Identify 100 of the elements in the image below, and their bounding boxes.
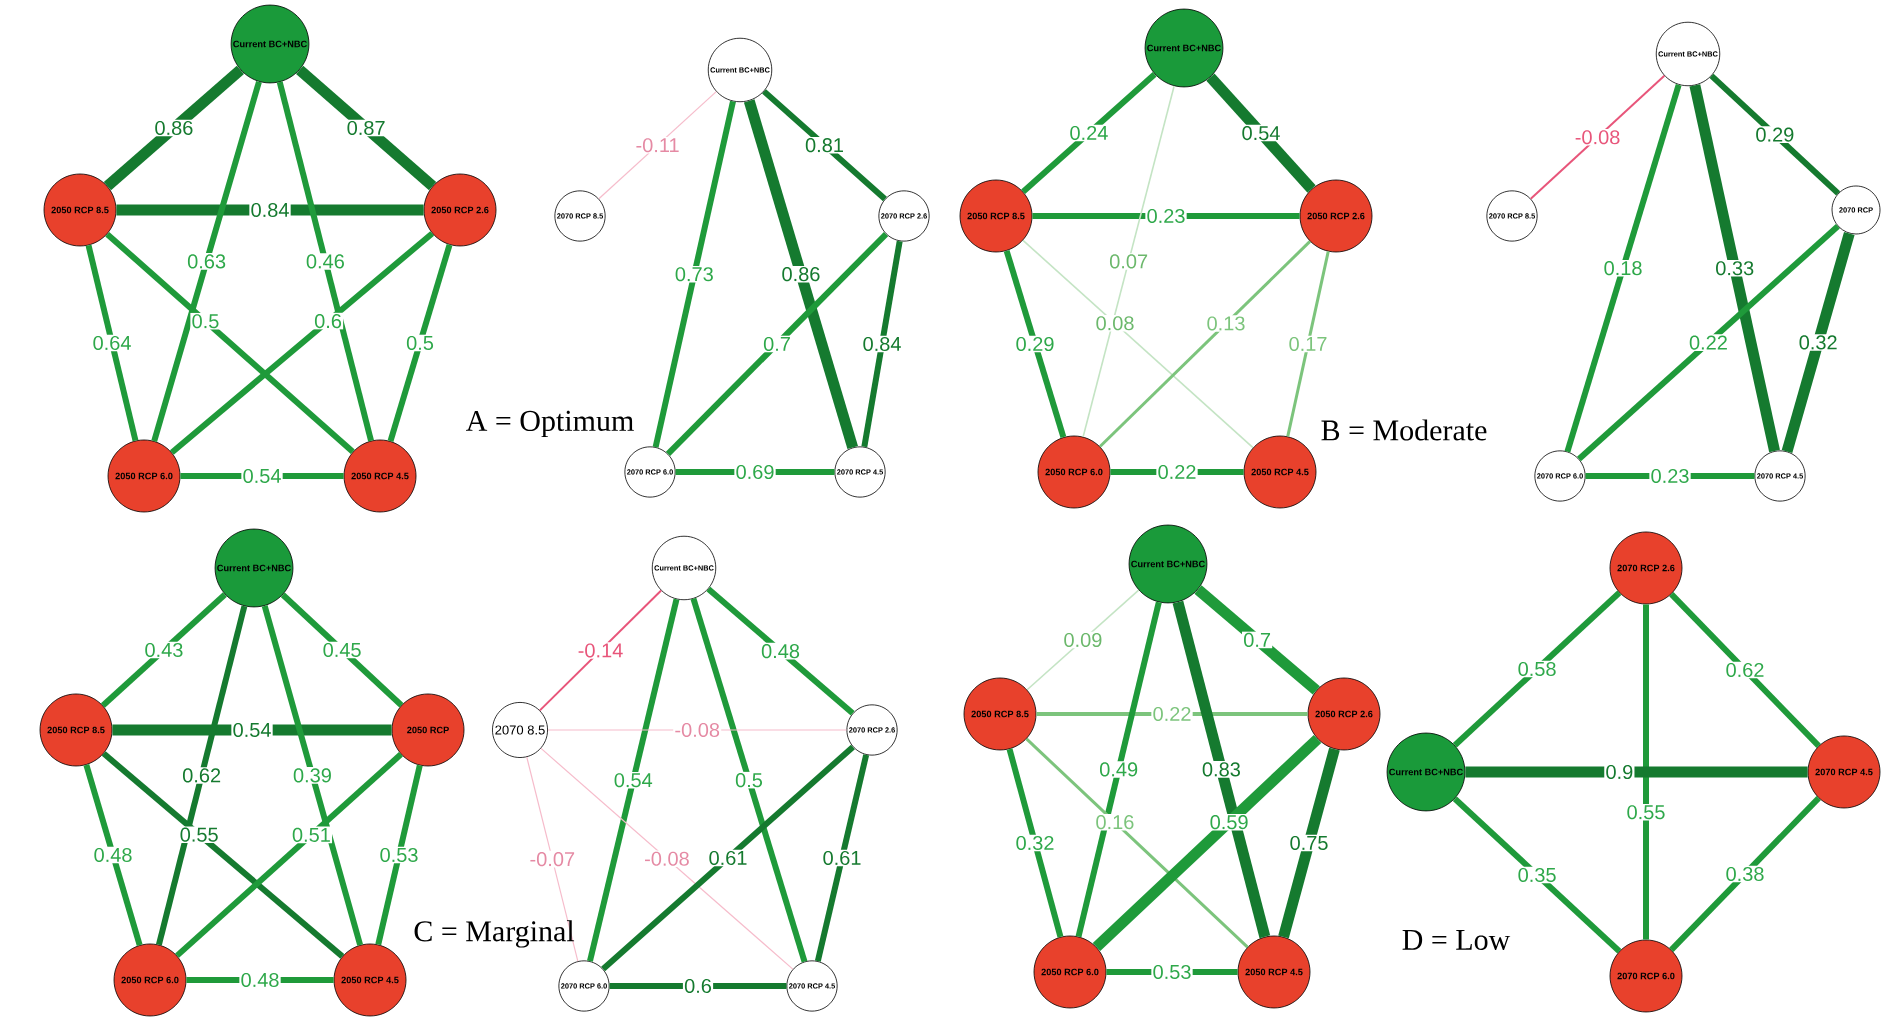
- edge-label: 0.7: [761, 335, 793, 353]
- panel-label: C = Marginal: [414, 920, 575, 948]
- edge-line: [276, 81, 374, 442]
- edge-label: 0.5: [404, 334, 436, 352]
- edge-line: [261, 605, 364, 946]
- edge-line: [101, 751, 345, 959]
- edge-label: 0.09: [1062, 631, 1104, 649]
- edge-label: 0.63: [185, 253, 228, 270]
- edge-line: [1194, 585, 1320, 695]
- edge-line: [151, 80, 262, 442]
- edge-line: [1092, 734, 1322, 952]
- edge-line: [1709, 73, 1841, 196]
- edge-label: 0.45: [321, 641, 363, 659]
- edge-label: -0.08: [1573, 128, 1622, 146]
- edge-label: 0.07: [1108, 253, 1150, 270]
- edge-label: 0.81: [803, 136, 846, 154]
- edge-line: [814, 754, 870, 962]
- edge-line: [652, 100, 736, 448]
- edge-label: 0.62: [181, 767, 223, 784]
- edge-line: [861, 240, 903, 448]
- edge-line: [665, 232, 889, 456]
- edge-label: 0.48: [92, 846, 134, 864]
- edge-label: 0.16: [1094, 813, 1136, 831]
- edge-line: [83, 764, 143, 946]
- edge-label: 0.53: [378, 846, 420, 864]
- edge-label: 0.54: [231, 721, 273, 739]
- edge-label: -0.08: [673, 721, 722, 739]
- edge-line: [1689, 84, 1780, 453]
- edge-label: -0.08: [642, 850, 691, 868]
- edge-line: [1110, 469, 1244, 475]
- edge-line: [169, 231, 435, 455]
- panel-label: B = Moderate: [1321, 419, 1487, 441]
- edge-line: [375, 764, 423, 946]
- edge-line: [1032, 213, 1300, 219]
- edge-label: 0.48: [239, 971, 281, 989]
- edge-line: [1278, 747, 1340, 939]
- edge-line: [743, 99, 858, 450]
- edge-line: [1465, 766, 1808, 778]
- edge-line: [538, 589, 663, 712]
- edge-line: [1026, 589, 1140, 691]
- edge-line: [1206, 73, 1316, 193]
- edge-label: 0.64: [91, 334, 133, 352]
- edge-label: -0.07: [528, 850, 577, 868]
- edge-line: [1022, 239, 1254, 449]
- edge-line: [112, 724, 392, 736]
- edge-line: [540, 747, 794, 970]
- edge-label: 0.62: [1724, 661, 1766, 679]
- edge-line: [103, 65, 244, 191]
- edge-label: 0.61: [707, 849, 749, 867]
- edge-label: 0.22: [1687, 334, 1730, 351]
- edge-label: 0.55: [178, 826, 220, 843]
- edge-label: 0.32: [1014, 834, 1056, 852]
- edge-label: 0.29: [1014, 335, 1056, 353]
- edge-line: [100, 592, 227, 708]
- edge-line: [547, 729, 848, 731]
- edge-label: 0.22: [1151, 705, 1193, 723]
- edge-line: [387, 244, 453, 442]
- edge-label: 0.86: [153, 119, 195, 137]
- edge-line: [1564, 83, 1682, 453]
- edge-label: 0.5: [190, 312, 221, 330]
- edge-label: 0.35: [1516, 866, 1558, 884]
- edge-label: 0.69: [734, 463, 776, 481]
- edge-label: 0.49: [1098, 761, 1140, 778]
- edge-label: 0.22: [1156, 463, 1198, 481]
- edge-label: 0.08: [1094, 315, 1136, 332]
- edge-label: 0.87: [345, 119, 387, 137]
- edge-line: [1585, 473, 1755, 479]
- edge-label: 0.18: [1602, 259, 1644, 277]
- edge-label: 0.75: [1288, 834, 1330, 852]
- edge-line: [1452, 796, 1622, 954]
- edge-line: [587, 598, 680, 962]
- edge-line: [762, 89, 887, 202]
- edge-label: 0.73: [673, 265, 715, 283]
- edge-label: 0.54: [241, 467, 283, 485]
- edge-label: 0.24: [1068, 124, 1110, 142]
- edge-line: [1106, 969, 1238, 975]
- edge-line: [598, 91, 717, 200]
- edge-label: 0.48: [759, 642, 802, 660]
- edge-label: 0.6: [312, 312, 344, 330]
- edge-line: [601, 744, 855, 972]
- edge-line: [1452, 590, 1622, 748]
- edge-label: 0.17: [1287, 335, 1329, 353]
- edge-label: 0.39: [291, 767, 334, 784]
- edge-label: 0.23: [1649, 467, 1691, 485]
- edge-label: 0.83: [1200, 761, 1243, 778]
- edge-line: [1025, 737, 1249, 949]
- edge-label: 0.7: [1242, 631, 1273, 649]
- edge-line: [116, 204, 424, 216]
- edge-line: [1099, 240, 1311, 448]
- edge-label: 0.46: [304, 253, 347, 270]
- edge-line: [690, 597, 808, 963]
- edge-label: 0.51: [290, 826, 333, 844]
- edge-line: [186, 977, 334, 983]
- edge-line: [609, 983, 787, 989]
- edge-label: 0.59: [1208, 813, 1250, 831]
- edge-label: 0.61: [821, 849, 863, 867]
- edge-line: [1021, 71, 1157, 194]
- panel-label: D = Low: [1402, 930, 1511, 950]
- edge-label: 0.55: [1625, 803, 1667, 821]
- edge-line: [1286, 251, 1330, 437]
